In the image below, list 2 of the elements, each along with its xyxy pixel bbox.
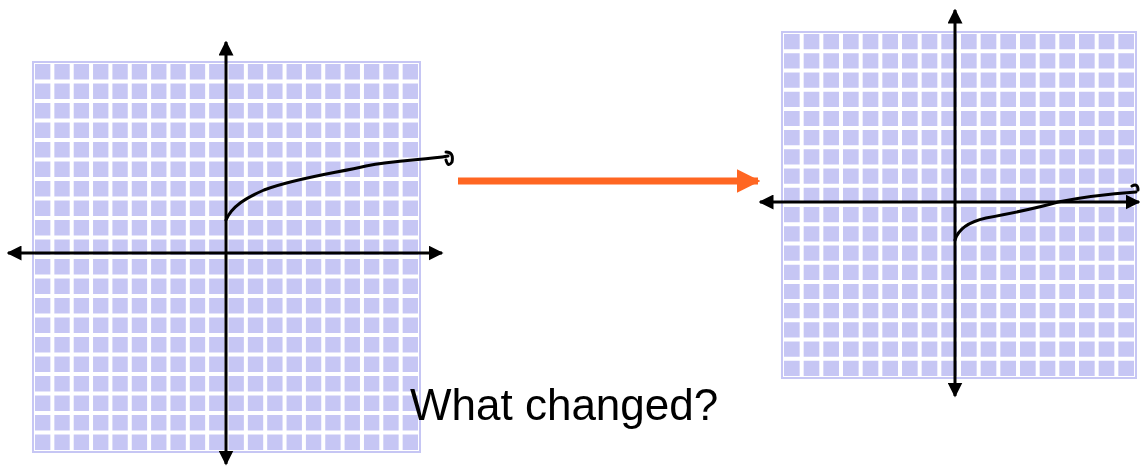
question-text: What changed? <box>410 380 719 430</box>
coordinate-graph-drawing <box>758 8 1140 400</box>
